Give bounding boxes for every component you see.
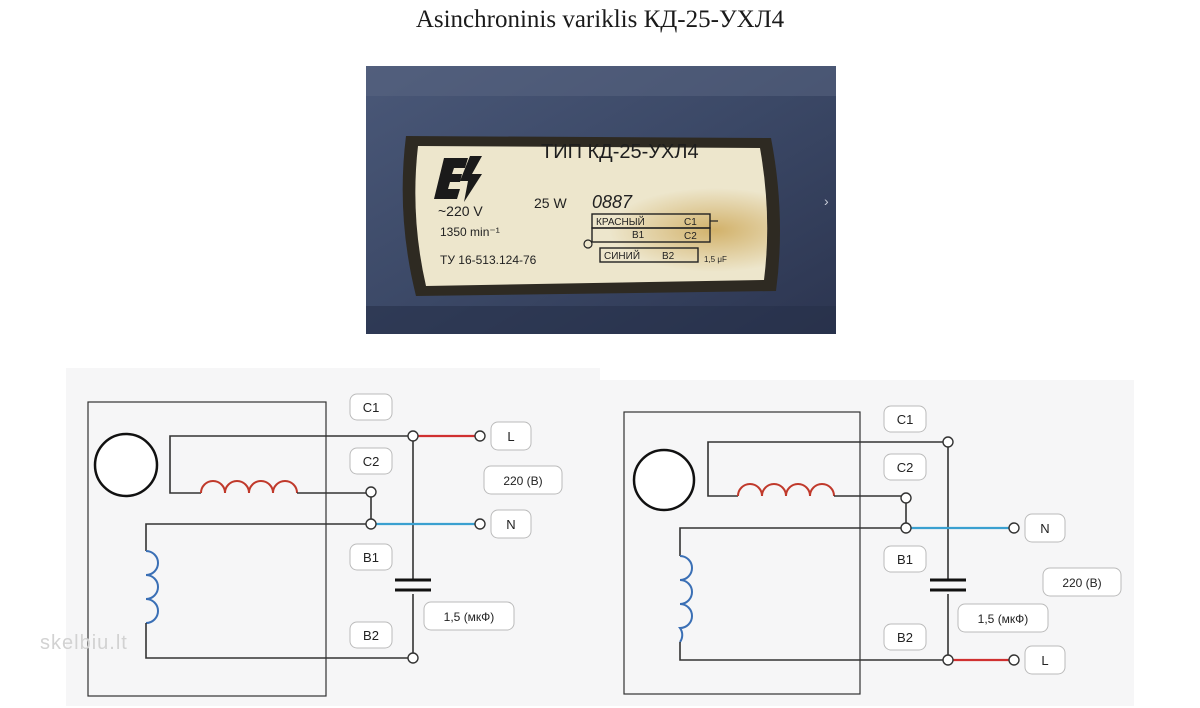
label-box	[349, 393, 393, 421]
terminal	[407, 652, 419, 664]
plate-type-line: ТИП КД-25-УХЛ4	[541, 141, 699, 163]
winding-b-coil	[678, 555, 693, 643]
winding-c-coil	[200, 480, 298, 494]
label-box	[349, 543, 393, 571]
label-c1: C1	[363, 400, 380, 415]
winding-b-coil	[145, 550, 159, 624]
plate-wiring-scheme: КРАСНЫЙ C1 B1 C2 СИНИЙ B2 1,5 μF	[583, 213, 727, 264]
label-box	[1042, 567, 1122, 597]
plate-c2: C2	[684, 231, 697, 242]
winding-c-coil	[737, 483, 835, 497]
nameplate-photo: ТИП КД-25-УХЛ4 ~220 V 25 W 0887 1350 min…	[366, 66, 836, 334]
terminal	[365, 518, 377, 530]
wiring-diagram-left: C1 C2 B1 B2 L N 220 (В) 1,5 (мкФ)	[66, 368, 600, 706]
plate-b2: B2	[662, 251, 675, 262]
watermark: skelbiu.lt	[40, 632, 128, 654]
label-l: L	[1041, 653, 1048, 668]
label-c2: C2	[363, 454, 380, 469]
chevron-right-icon[interactable]: ›	[824, 193, 829, 209]
label-box	[883, 453, 927, 481]
motor-box	[623, 411, 861, 695]
plate-speed: 1350 min⁻¹	[440, 225, 500, 239]
label-c1: C1	[897, 412, 914, 427]
label-voltage: 220 (В)	[1062, 576, 1101, 590]
manufacturer-logo	[434, 156, 482, 202]
label-box	[349, 621, 393, 649]
label-l: L	[507, 429, 514, 444]
label-box	[483, 465, 563, 495]
label-box	[1024, 513, 1066, 543]
terminal	[365, 486, 377, 498]
label-b2: B2	[897, 630, 913, 645]
label-capacitor: 1,5 (мкФ)	[978, 612, 1029, 626]
terminal	[900, 492, 912, 504]
terminal	[1008, 522, 1020, 534]
label-box	[423, 601, 515, 631]
label-box	[883, 405, 927, 433]
label-box	[490, 509, 532, 539]
label-box	[883, 545, 927, 573]
plate-cap: 1,5 μF	[704, 255, 727, 264]
label-b2: B2	[363, 628, 379, 643]
label-n: N	[1040, 521, 1049, 536]
label-c2: C2	[897, 460, 914, 475]
label-b1: B1	[363, 550, 379, 565]
terminal	[474, 430, 486, 442]
plate-b1: B1	[632, 230, 645, 241]
plate-wire-blue: СИНИЙ	[604, 249, 640, 262]
label-n: N	[506, 517, 515, 532]
plate-wire-red: КРАСНЫЙ	[596, 215, 645, 228]
motor-box	[87, 401, 327, 697]
rotor-symbol	[93, 432, 159, 498]
terminal	[942, 436, 954, 448]
wiring-diagram-right: C1 C2 B1 B2 N L 220 (В) 1,5 (мкФ)	[600, 380, 1134, 706]
terminal	[900, 522, 912, 534]
plate-standard: ТУ 16-513.124-76	[440, 253, 537, 267]
label-box	[349, 447, 393, 475]
label-b1: B1	[897, 552, 913, 567]
label-box	[1024, 645, 1066, 675]
plate-power: 25 W	[534, 195, 567, 211]
label-box	[883, 623, 927, 651]
plate-c1: C1	[684, 217, 697, 228]
label-capacitor: 1,5 (мкФ)	[444, 610, 495, 624]
terminal	[407, 430, 419, 442]
plate-serial: 0887	[592, 192, 633, 212]
plate-voltage: ~220 V	[438, 203, 483, 219]
terminal	[474, 518, 486, 530]
label-voltage: 220 (В)	[503, 474, 542, 488]
label-box	[957, 603, 1049, 633]
terminal	[942, 654, 954, 666]
rotor-symbol	[632, 448, 696, 512]
label-box	[490, 421, 532, 451]
terminal	[1008, 654, 1020, 666]
page-title: Asinchroninis variklis КД-25-УХЛ4	[415, 6, 785, 33]
